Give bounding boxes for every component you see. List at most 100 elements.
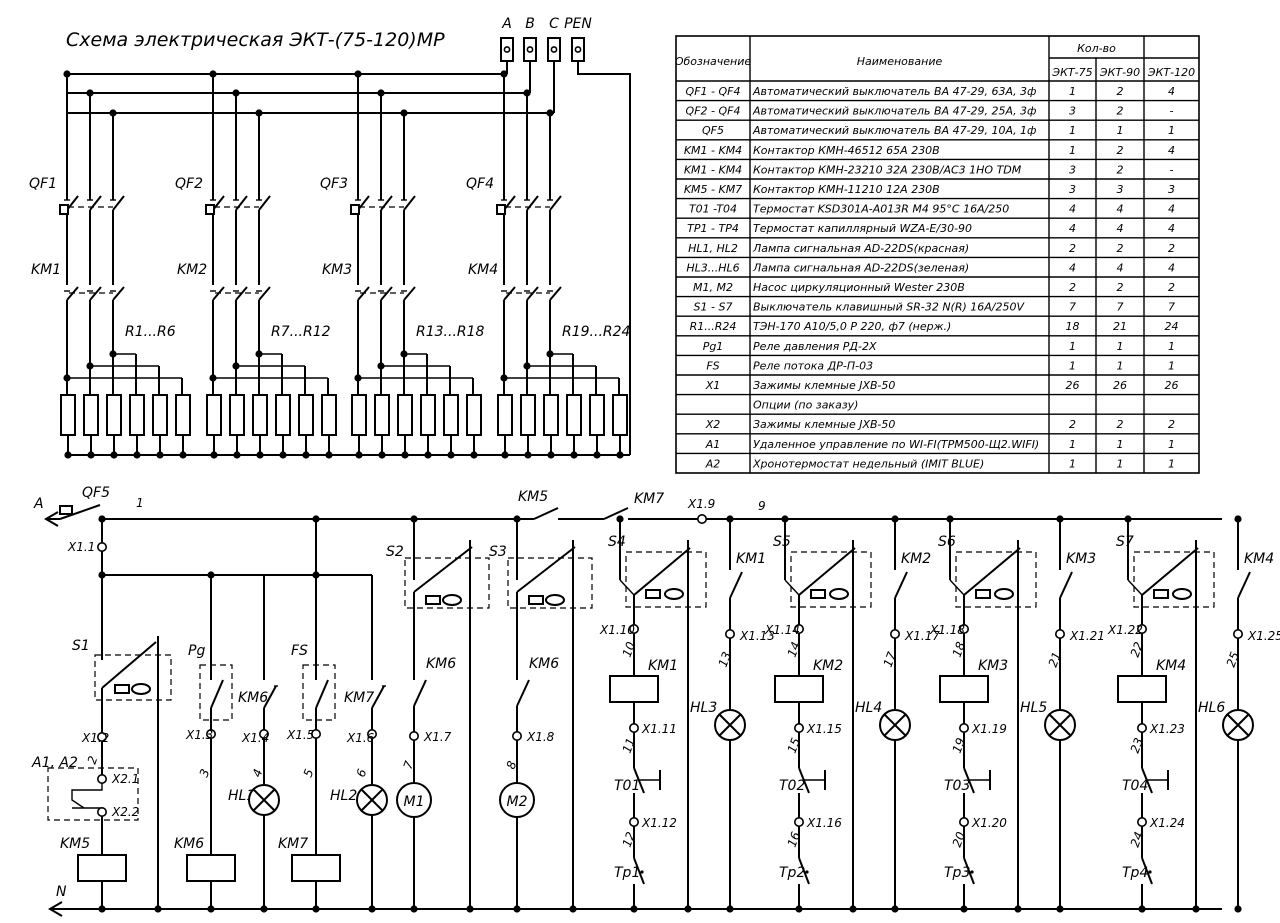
heater-group-label: R13...R18: [416, 324, 485, 340]
switch-lamp: [425, 595, 441, 605]
qf5-label: QF5: [82, 485, 110, 501]
header-model: ЭКТ-75: [1051, 66, 1092, 79]
cell-designation: FS: [706, 359, 719, 372]
terminal: [1055, 628, 1066, 639]
terminal-label: X1.12: [641, 816, 677, 830]
junction-dot: [400, 109, 408, 117]
terminal-X2.2: [97, 806, 108, 817]
contact-blade: [549, 286, 562, 301]
junction-dot: [312, 571, 320, 579]
junction-dot: [209, 70, 217, 78]
wire-number: 21: [1046, 650, 1064, 669]
cell-name: Термостат KSD301A-A013R M4 95°С 16А/250: [753, 203, 1009, 216]
cell-qty: 4: [1069, 261, 1076, 274]
option-contact: [71, 783, 103, 809]
cell-qty: 7: [1069, 301, 1076, 314]
cell-designation: R1...R24: [690, 320, 737, 333]
cell-qty: 4: [1168, 222, 1175, 235]
switch-label: S1: [72, 638, 90, 654]
terminal-label: X1.22: [1107, 623, 1143, 637]
lamp-cross: [1227, 714, 1249, 736]
wire-number: 13: [716, 650, 734, 669]
cell-qty: 4: [1069, 203, 1076, 216]
lamp-label: HL6: [1198, 700, 1225, 716]
cell-qty: 2: [1168, 281, 1175, 294]
switch-lamp: [810, 589, 826, 599]
cell-name: Опции (по заказу): [753, 399, 858, 412]
junction-dot: [630, 905, 638, 913]
contact-label: KM2: [901, 551, 931, 567]
switch-lamp: [545, 594, 565, 606]
cell-qty: 2: [1117, 242, 1124, 255]
wire-number: 23: [1128, 736, 1146, 755]
nc-contact: [263, 685, 277, 709]
phase-label: A: [501, 16, 512, 32]
lamp-cross: [884, 714, 906, 736]
phase-label: PEN: [564, 16, 592, 32]
junction-dot: [368, 905, 376, 913]
cell-qty: 2: [1117, 85, 1124, 98]
cell-designation: M1, M2: [693, 281, 733, 294]
junction-dot: [377, 89, 385, 97]
header-model: ЭКТ-120: [1147, 66, 1195, 79]
junction-dot: [260, 905, 268, 913]
junction-dot: [569, 905, 577, 913]
junction-dot: [849, 905, 857, 913]
wire-number: 9: [758, 499, 766, 513]
switch-lamp: [528, 595, 544, 605]
switch-lamp: [114, 684, 130, 694]
cell-name: Автоматический выключатель ВА 47-29, 25А…: [752, 105, 1036, 118]
junction-dot: [63, 70, 71, 78]
wire-number: 1: [136, 496, 144, 510]
cell-name: Лампа сигнальная AD-22DS(красная): [752, 242, 969, 255]
terminal-label: X1.23: [1149, 722, 1185, 736]
cell-designation: TP1 - TP4: [687, 222, 739, 235]
terminal: [793, 722, 804, 733]
header-qty: Кол-во: [1077, 42, 1116, 55]
switch-enclosure: [507, 557, 593, 609]
junction-dot: [154, 905, 162, 913]
heater-element: [397, 394, 413, 436]
cell-qty: 1: [1069, 144, 1076, 157]
wire: [784, 579, 800, 596]
junction-dot: [1138, 905, 1146, 913]
junction-dot: [1056, 905, 1064, 913]
contact-label: KM6: [529, 656, 559, 672]
cell-qty: 1: [1069, 340, 1076, 353]
cell-qty: 1: [1117, 438, 1124, 451]
cell-name: Термостат капиллярный WZA-E/30-90: [753, 222, 972, 235]
cell-qty: 1: [1117, 340, 1124, 353]
cell-qty: 1: [1117, 124, 1124, 137]
breaker-release: [59, 204, 69, 215]
terminal: [958, 816, 969, 827]
header-designation: Обозначение: [675, 55, 752, 68]
terminal-label: X1.11: [641, 722, 677, 736]
lamp-cross: [361, 789, 383, 811]
junction-dot: [86, 89, 94, 97]
heater-element: [321, 394, 337, 436]
terminal-label: X1.19: [971, 722, 1007, 736]
contact-blade: [89, 286, 102, 301]
contact-blade: [403, 286, 416, 301]
switch-lamp: [664, 588, 684, 600]
terminal-label: X1.16: [806, 816, 842, 830]
contactor-label: KM2: [177, 262, 207, 278]
cell-designation: T01 -T04: [689, 203, 737, 216]
km5-contact-label: KM5: [518, 489, 548, 505]
wire-number: 24: [1128, 830, 1146, 849]
terminal: [1233, 628, 1244, 639]
coil-label: KM7: [278, 836, 308, 852]
contact-label: KM3: [1066, 551, 1096, 567]
cell-qty: 1: [1069, 438, 1076, 451]
cell-qty: 21: [1113, 320, 1127, 333]
junction-dot: [1234, 905, 1242, 913]
breaker-label: QF4: [466, 176, 494, 192]
cell-designation: HL3...HL6: [686, 261, 739, 274]
motor-label: M2: [507, 794, 528, 810]
cell-qty: 24: [1165, 320, 1179, 333]
switch-blade: [1141, 547, 1199, 596]
breaker-blade: [549, 195, 562, 211]
terminal-label: X2.2: [111, 805, 139, 819]
